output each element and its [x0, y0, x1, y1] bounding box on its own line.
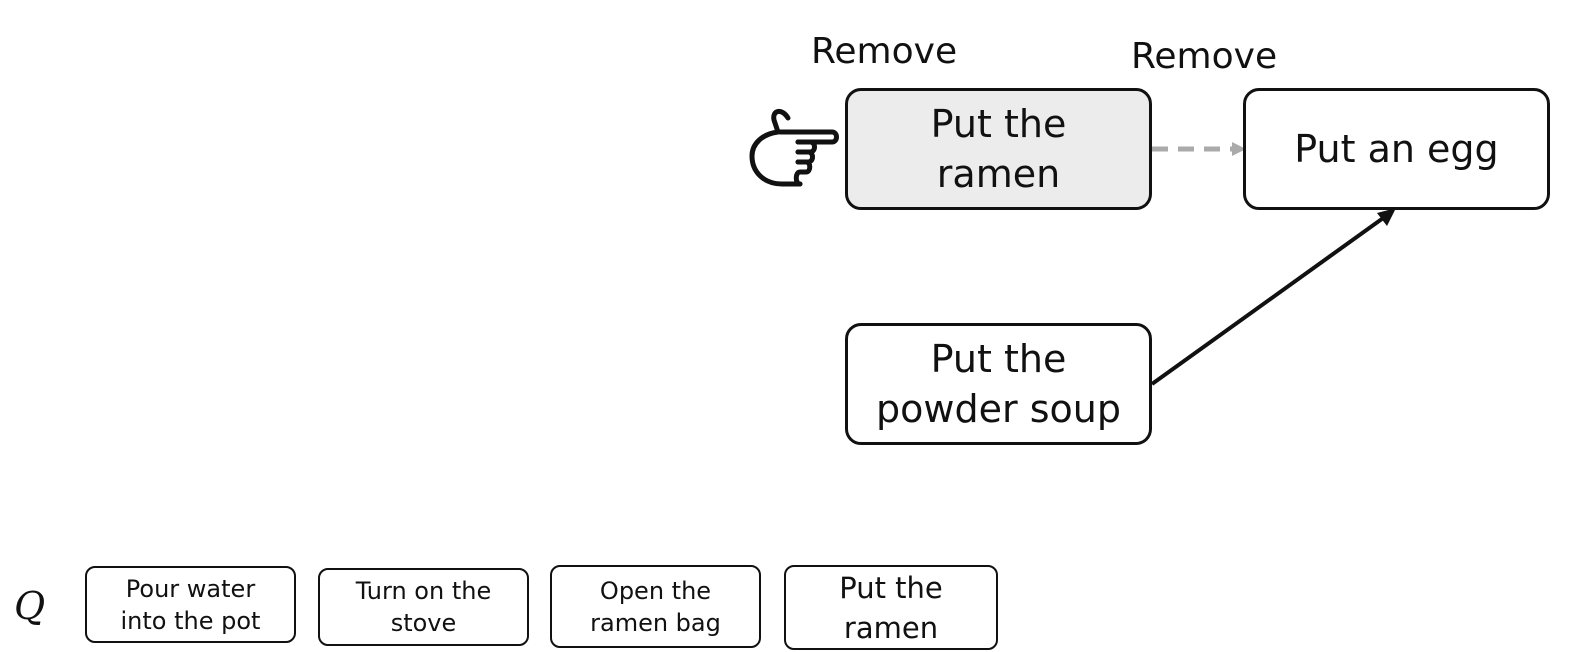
queue-item[interactable]: Turn on the stove [318, 568, 529, 646]
queue-label: Q [14, 584, 46, 628]
node-put-the-ramen[interactable]: Put the ramen [845, 88, 1152, 210]
remove-label: Remove [1131, 36, 1278, 77]
queue-item[interactable]: Pour water into the pot [85, 566, 296, 643]
remove-label: Remove [811, 31, 958, 72]
pointing-hand-icon [749, 109, 839, 187]
node-put-the-powder-soup[interactable]: Put the powder soup [845, 323, 1152, 445]
dashed-edge-arrowhead [1232, 142, 1246, 156]
queue-item[interactable]: Open the ramen bag [550, 565, 761, 648]
queue-item[interactable]: Put the ramen [784, 565, 998, 650]
solid-edge-soup-to-egg [1150, 214, 1388, 386]
node-put-an-egg[interactable]: Put an egg [1243, 88, 1550, 210]
solid-edge-arrowhead [1377, 208, 1396, 226]
